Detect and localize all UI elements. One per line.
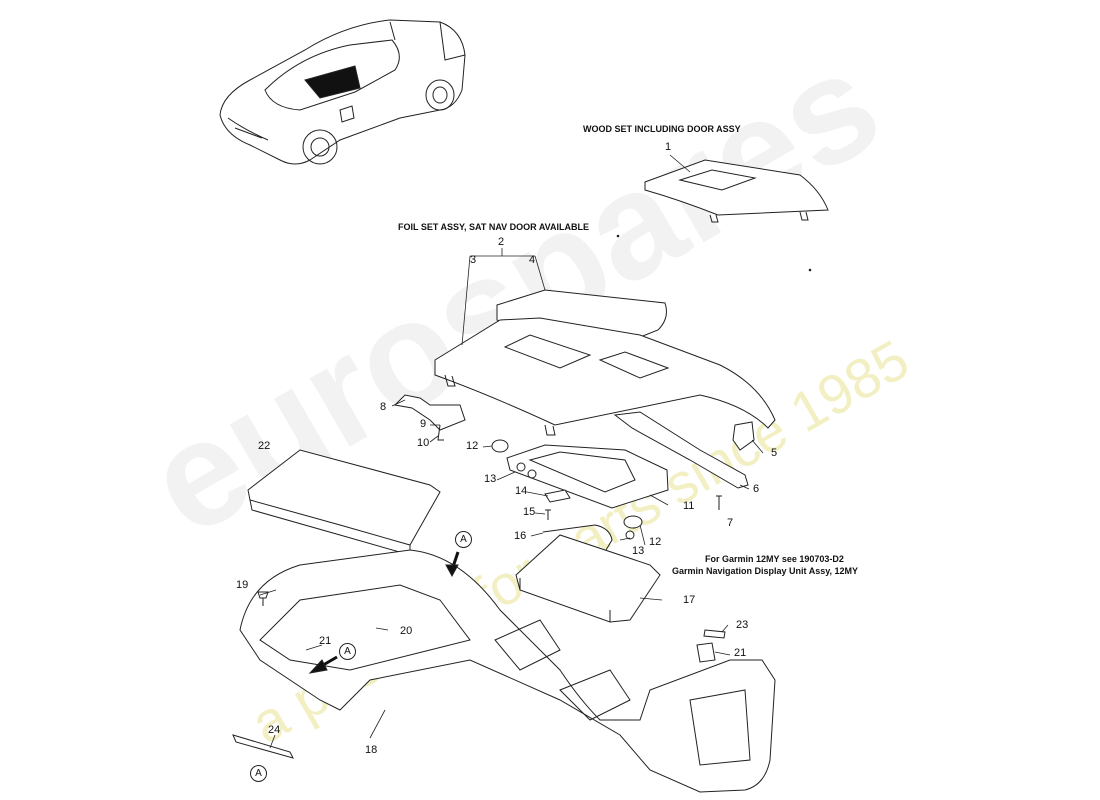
reference-mark-a-2: A xyxy=(339,643,356,660)
callout-15: 15 xyxy=(523,506,536,518)
part-13-clip-b xyxy=(625,530,635,540)
callout-16: 16 xyxy=(514,530,527,542)
ref-arrowhead-1 xyxy=(445,564,459,578)
heading-foil-set: FOIL SET ASSY, SAT NAV DOOR AVAILABLE xyxy=(398,222,590,232)
callout-2: 2 xyxy=(498,236,505,248)
callout-17: 17 xyxy=(683,594,696,606)
callout-9: 9 xyxy=(420,418,427,430)
callout-20: 20 xyxy=(400,625,413,637)
part-16-cable xyxy=(542,524,613,561)
callout-23: 23 xyxy=(736,619,749,631)
callout-1: 1 xyxy=(665,141,672,153)
callout-19: 19 xyxy=(236,579,249,591)
callout-12-a: 12 xyxy=(466,440,479,452)
garmin-note-line2: Garmin Navigation Display Unit Assy, 12M… xyxy=(672,566,859,576)
part-17-housing xyxy=(515,534,661,623)
callout-12-b: 12 xyxy=(649,536,662,548)
part-18-console xyxy=(239,549,776,793)
callout-22: 22 xyxy=(258,440,271,452)
callout-21-b: 21 xyxy=(734,647,747,659)
callout-7: 7 xyxy=(727,517,734,529)
part-8-bracket xyxy=(393,394,466,441)
callout-3: 3 xyxy=(470,254,477,266)
part-5-clip xyxy=(732,421,755,451)
part-19-screw xyxy=(257,591,269,606)
reference-mark-a-1: A xyxy=(455,531,472,548)
callout-5: 5 xyxy=(771,447,778,459)
part-11-bezel xyxy=(506,444,669,509)
part-15-screw xyxy=(545,509,551,520)
callout-13-a: 13 xyxy=(484,473,497,485)
ref-arrowhead-2 xyxy=(308,659,328,674)
part-6-rail xyxy=(613,411,749,489)
part-12-grommet-b xyxy=(623,515,643,529)
leader-lines xyxy=(259,154,764,749)
part-24-strip xyxy=(232,734,294,759)
callout-14: 14 xyxy=(515,485,528,497)
callout-13-b: 13 xyxy=(632,545,645,557)
callout-4: 4 xyxy=(529,254,536,266)
car-thumbnail xyxy=(219,19,466,165)
garmin-note-line1: For Garmin 12MY see 190703-D2 xyxy=(705,554,844,564)
callout-21-a: 21 xyxy=(319,635,332,647)
part-22-lid xyxy=(247,449,441,556)
callout-10: 10 xyxy=(417,437,430,449)
callout-8: 8 xyxy=(380,401,387,413)
reference-mark-a-3: A xyxy=(250,765,267,782)
part-23-strip xyxy=(703,629,726,639)
part-1-wood-set xyxy=(644,159,829,223)
part-3-foil-panel xyxy=(434,317,776,436)
callout-11: 11 xyxy=(683,500,695,512)
callout-18: 18 xyxy=(365,744,378,756)
part-14-clip xyxy=(544,489,571,503)
part-12-grommet xyxy=(491,439,509,453)
callout-24: 24 xyxy=(268,724,281,736)
callout-6: 6 xyxy=(753,483,760,495)
heading-wood-set: WOOD SET INCLUDING DOOR ASSY xyxy=(583,124,741,134)
part-21-clip-b xyxy=(696,642,716,663)
part-7-screw xyxy=(716,495,722,510)
